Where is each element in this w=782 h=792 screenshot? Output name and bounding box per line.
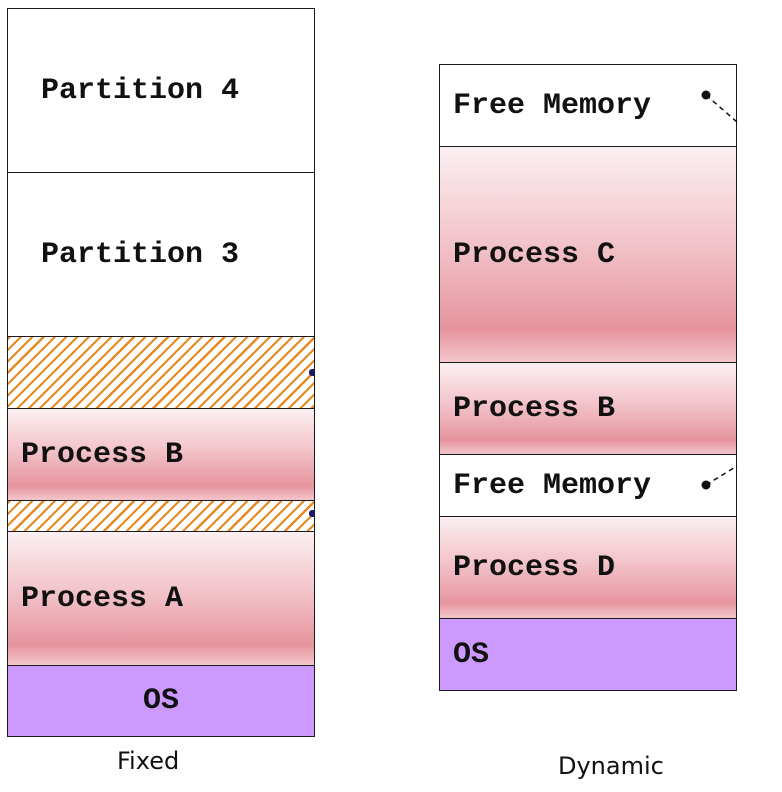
dynamic-free-memory-top: Free Memory (439, 64, 737, 147)
dynamic-free-memory-mid-label: Free Memory (453, 468, 652, 503)
leader-mid (701, 465, 738, 490)
dynamic-process-d: Process D (439, 516, 737, 619)
fixed-partition-4-label: Partition 4 (41, 73, 240, 108)
fixed-memory-column: Partition 4 Partition 3 Process B Proces… (7, 8, 315, 737)
leader-top (701, 90, 738, 123)
fixed-partition-3-label: Partition 3 (41, 237, 240, 272)
dynamic-process-c-label: Process C (453, 237, 616, 272)
fixed-process-a: Process A (7, 531, 315, 666)
fixed-partition-4: Partition 4 (7, 8, 315, 173)
dynamic-process-c: Process C (439, 146, 737, 363)
fixed-fragment-upper-marker (309, 369, 315, 376)
fixed-partition-3: Partition 3 (7, 172, 315, 337)
dynamic-process-b-label: Process B (453, 391, 616, 426)
dynamic-os: OS (439, 618, 737, 691)
fixed-process-b: Process B (7, 408, 315, 501)
fixed-process-a-label: Process A (21, 581, 184, 616)
leader-mid-line (705, 465, 738, 486)
fixed-caption: Fixed (117, 747, 180, 775)
dynamic-free-memory-mid: Free Memory (439, 454, 737, 517)
fixed-internal-fragment-lower (7, 500, 315, 532)
fixed-os: OS (7, 665, 315, 737)
dynamic-process-b: Process B (439, 362, 737, 455)
fixed-fragment-lower-marker (309, 510, 315, 517)
dynamic-caption: Dynamic (558, 752, 664, 780)
dynamic-os-label: OS (453, 637, 490, 672)
dynamic-process-d-label: Process D (453, 550, 616, 585)
fixed-process-b-label: Process B (21, 437, 184, 472)
dynamic-free-memory-top-label: Free Memory (453, 88, 652, 123)
leader-top-line (705, 94, 738, 123)
fixed-os-label: OS (142, 684, 179, 718)
dynamic-memory-column: Free Memory Process C Process B Free Mem… (439, 64, 737, 691)
